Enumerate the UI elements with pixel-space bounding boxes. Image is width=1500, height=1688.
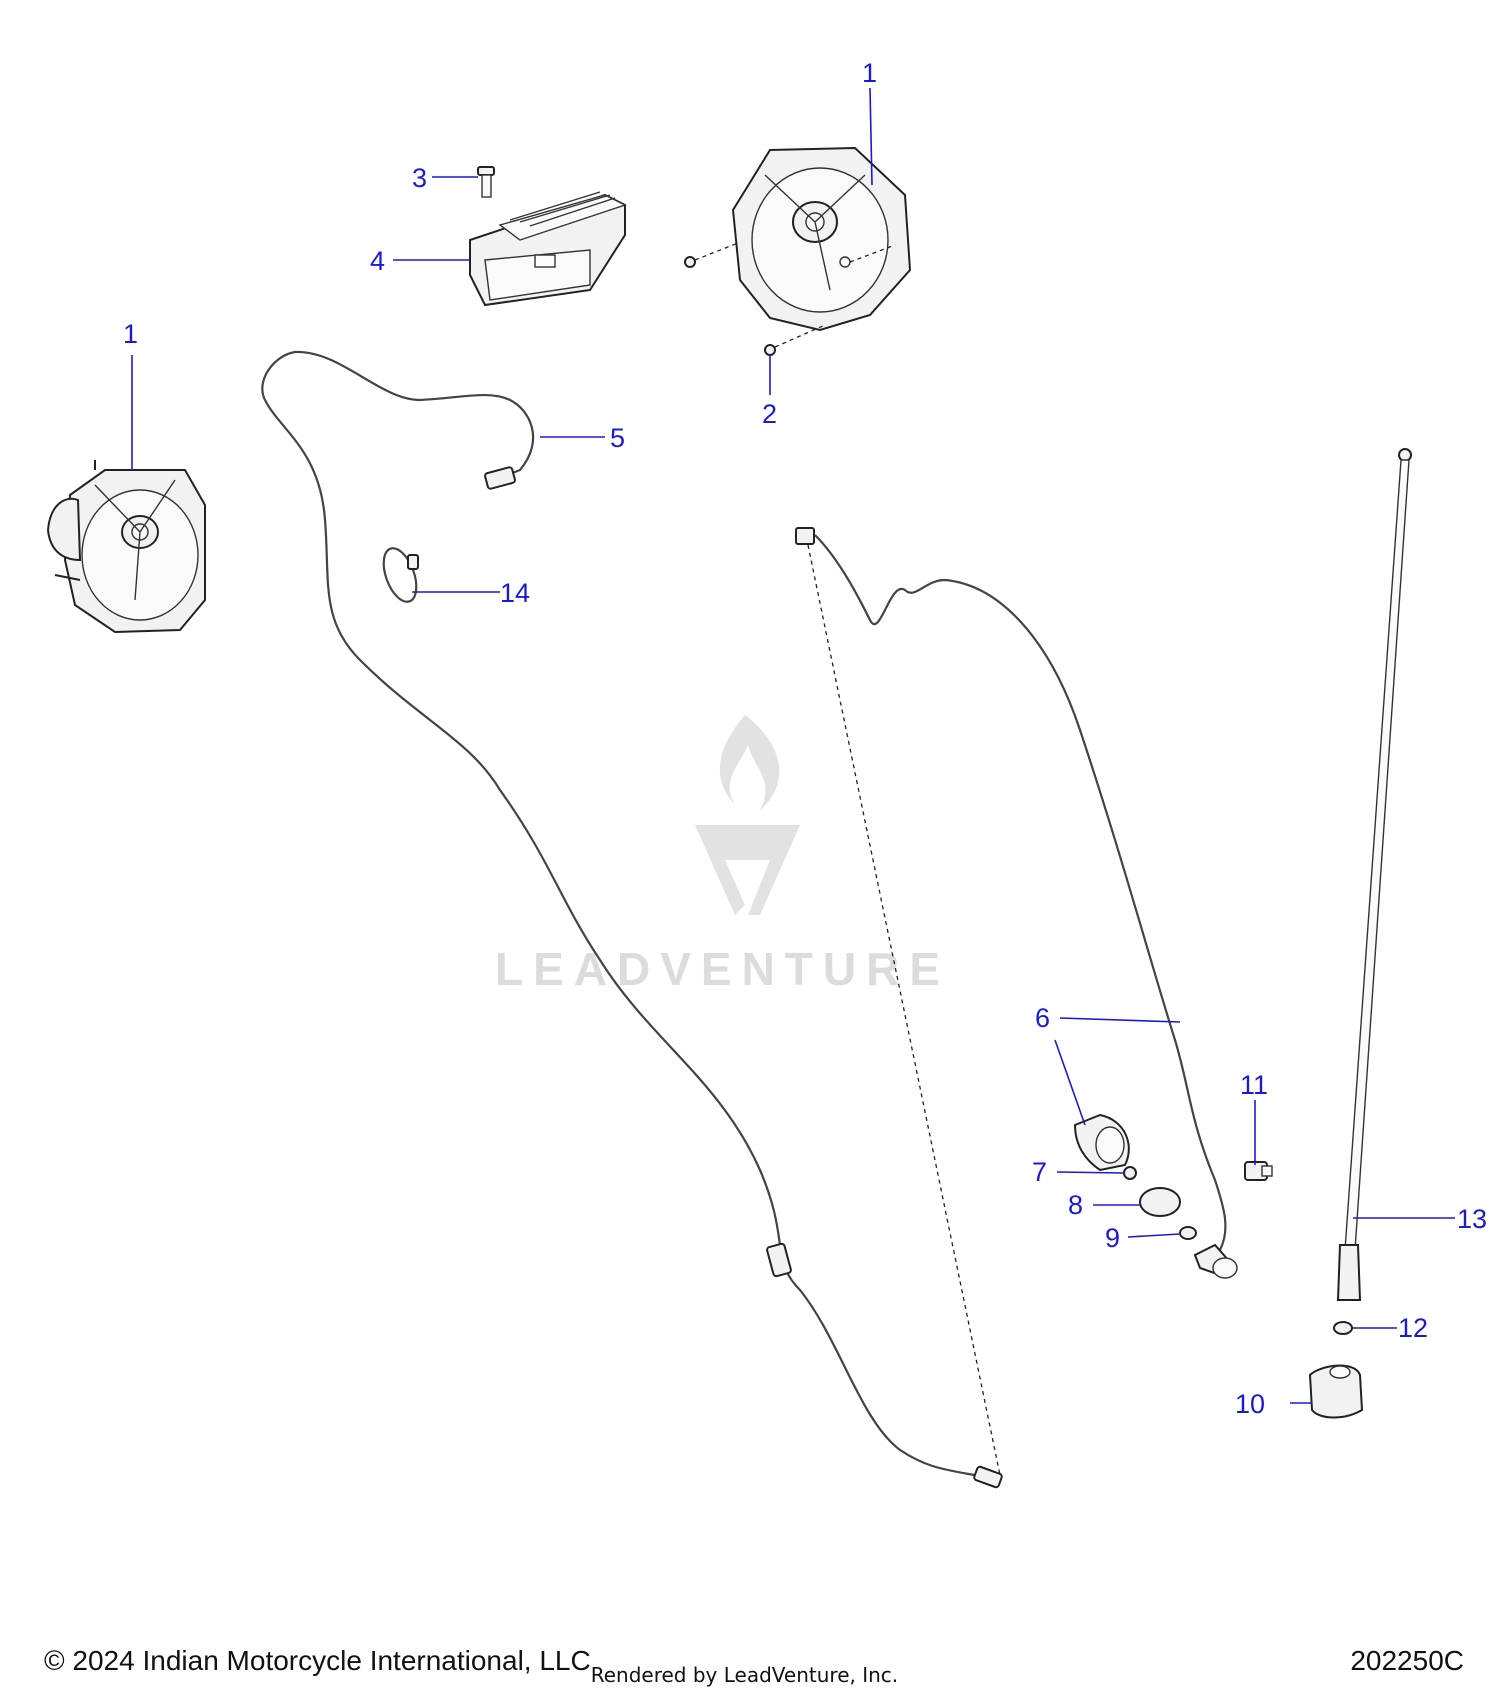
callout-7[interactable]: 7 bbox=[1032, 1157, 1047, 1187]
callout-2[interactable]: 2 bbox=[762, 399, 777, 429]
callout-3[interactable]: 3 bbox=[412, 163, 427, 193]
nut[interactable] bbox=[1123, 1166, 1137, 1180]
callout-6[interactable]: 6 bbox=[1035, 1003, 1050, 1033]
flame-logo-icon bbox=[719, 715, 780, 810]
speaker-left[interactable] bbox=[46, 460, 206, 634]
callout-5[interactable]: 5 bbox=[610, 423, 625, 453]
copyright-footer: © 2024 Indian Motorcycle International, … bbox=[44, 1645, 898, 1687]
speaker-right[interactable] bbox=[731, 146, 912, 332]
speaker-cable-harness[interactable] bbox=[261, 350, 1003, 1489]
amplifier-module[interactable] bbox=[469, 191, 627, 307]
callout-14[interactable]: 14 bbox=[500, 578, 530, 608]
callout-1-right[interactable]: 1 bbox=[862, 58, 877, 88]
callout-4[interactable]: 4 bbox=[370, 246, 385, 276]
callout-1-left[interactable]: 1 bbox=[123, 319, 138, 349]
callout-9[interactable]: 9 bbox=[1105, 1223, 1120, 1253]
cable-tie[interactable] bbox=[377, 544, 422, 606]
leader-lines bbox=[131, 87, 1455, 1404]
connector[interactable] bbox=[1244, 1161, 1273, 1181]
callout-8[interactable]: 8 bbox=[1068, 1190, 1083, 1220]
antenna-base-cover[interactable] bbox=[1073, 1113, 1130, 1172]
bolt[interactable] bbox=[477, 166, 495, 198]
v-logo-icon bbox=[695, 825, 800, 915]
rendered-by-text: Rendered by LeadVenture, Inc. bbox=[590, 1663, 899, 1687]
antenna-mast[interactable] bbox=[1336, 448, 1412, 1301]
antenna-washer[interactable] bbox=[1333, 1321, 1353, 1335]
washer[interactable] bbox=[1179, 1226, 1197, 1240]
watermark: LEADVENTURE bbox=[495, 715, 950, 995]
watermark-text: LEADVENTURE bbox=[495, 943, 950, 995]
callout-11[interactable]: 11 bbox=[1240, 1070, 1268, 1100]
callout-13[interactable]: 13 bbox=[1457, 1204, 1487, 1234]
callouts: 1 1 2 3 4 5 6 7 8 9 10 11 12 13 14 bbox=[123, 58, 1487, 1419]
antenna-cable[interactable] bbox=[795, 527, 1238, 1476]
gasket[interactable] bbox=[1139, 1187, 1181, 1217]
callout-12[interactable]: 12 bbox=[1398, 1313, 1428, 1343]
antenna-base[interactable] bbox=[1308, 1364, 1364, 1419]
diagram-code: 202250C bbox=[1350, 1645, 1464, 1676]
copyright-text: © 2024 Indian Motorcycle International, … bbox=[44, 1645, 591, 1676]
callout-10[interactable]: 10 bbox=[1235, 1389, 1265, 1419]
